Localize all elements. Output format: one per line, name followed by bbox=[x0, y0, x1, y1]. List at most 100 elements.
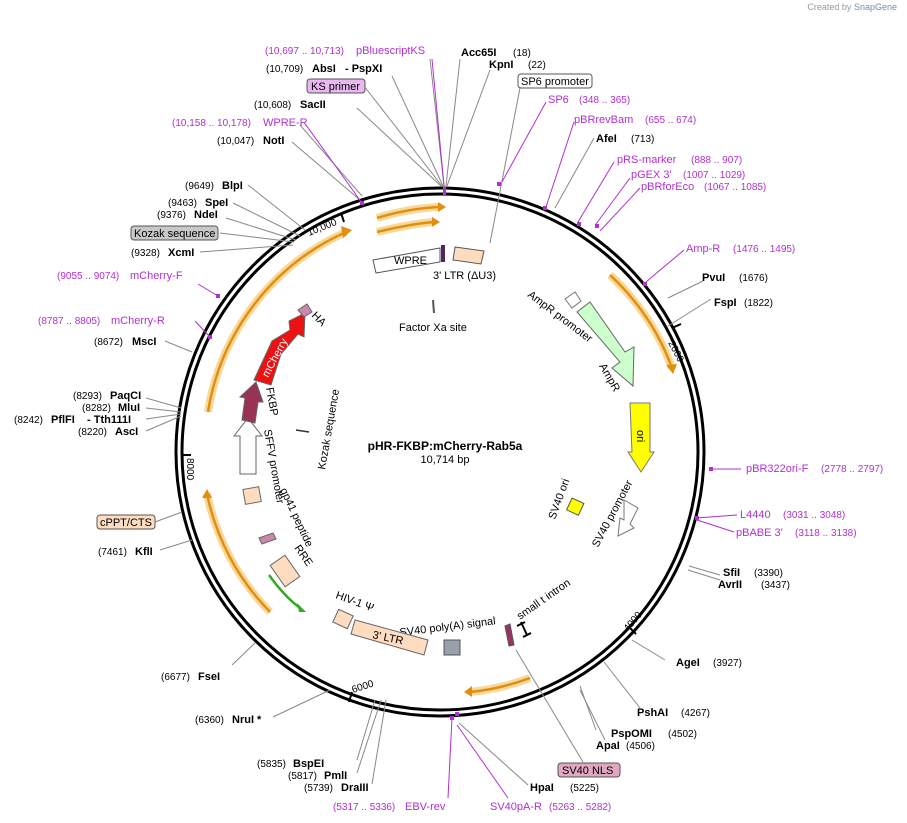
rre-label: RRE bbox=[292, 543, 315, 569]
site-name: AgeI bbox=[676, 657, 700, 669]
boxed-labels: KS primer SP6 promoter Kozak sequence cP… bbox=[96, 73, 621, 778]
site-pos: (6360) bbox=[195, 715, 224, 726]
wpre-feature bbox=[372, 247, 441, 274]
ltr-3-feature bbox=[350, 619, 429, 656]
site-name: SpeI bbox=[205, 197, 228, 209]
wpre-label: WPRE bbox=[394, 255, 427, 267]
site-pos: (4506) bbox=[626, 741, 655, 752]
site-name: DraIII bbox=[341, 782, 369, 794]
site-name: AscI bbox=[115, 426, 138, 438]
site-pos: (9649) bbox=[185, 181, 214, 192]
ampr-feature bbox=[576, 301, 635, 388]
primer-range: (10,697 .. 10,713) bbox=[265, 46, 344, 57]
site-pos: (8242) bbox=[14, 415, 43, 426]
site-pos: (8293) bbox=[73, 391, 102, 402]
site-pos: (1822) bbox=[744, 298, 773, 309]
site-pos: (8220) bbox=[78, 427, 107, 438]
primer-range: (655 .. 674) bbox=[645, 115, 696, 126]
rre-feature bbox=[269, 554, 301, 588]
primer-range: (5317 .. 5336) bbox=[333, 802, 395, 813]
site-name: PvuI bbox=[702, 272, 725, 284]
sv40-nls-mark bbox=[504, 623, 515, 647]
ha-feature bbox=[297, 303, 313, 318]
primer-range: (1067 .. 1085) bbox=[704, 182, 766, 193]
site-pos: (713) bbox=[631, 134, 654, 145]
ltr-du3-mark bbox=[441, 245, 445, 262]
orf-arc-left-head bbox=[341, 226, 352, 238]
hiv-psi-feature bbox=[332, 608, 354, 630]
site-name: FseI bbox=[198, 671, 220, 683]
primer-name: L4440 bbox=[740, 509, 771, 521]
site-pos: (4502) bbox=[668, 729, 697, 740]
site-name: MscI bbox=[132, 336, 156, 348]
site-pos: (18) bbox=[513, 48, 531, 59]
sv40-ori-feature bbox=[565, 497, 585, 516]
tick-4000 bbox=[629, 627, 637, 635]
small-t-intron-feature bbox=[516, 621, 532, 638]
site-pos: (8672) bbox=[94, 337, 123, 348]
site-pos: (9328) bbox=[131, 248, 160, 259]
ori-feature bbox=[627, 402, 655, 473]
orf-arc-bottom-head bbox=[464, 686, 472, 697]
primer-range: (3118 .. 3138) bbox=[795, 528, 857, 539]
orf-arc-top-head bbox=[438, 202, 446, 212]
cppt-box-text: cPPT/CTS bbox=[100, 517, 152, 529]
ampr-promoter-feature bbox=[564, 291, 582, 309]
site-name: AbsI bbox=[312, 63, 336, 75]
ks-primer-text: KS primer bbox=[311, 81, 360, 93]
ltr-du3-feature bbox=[452, 246, 485, 265]
site-name: PflFI bbox=[51, 414, 75, 426]
site-pos: (3390) bbox=[754, 568, 783, 579]
gp41-feature bbox=[258, 532, 277, 545]
site-pos: (6677) bbox=[161, 672, 190, 683]
site-pos: (9463) bbox=[168, 198, 197, 209]
site-name: HpaI bbox=[530, 782, 554, 794]
site-pos: (7461) bbox=[98, 547, 127, 558]
kozak-box-text: Kozak sequence bbox=[134, 228, 215, 240]
credit-prefix: Created by bbox=[807, 2, 852, 12]
sv40-nls-box bbox=[557, 762, 621, 778]
sv40-ori-label: SV40 ori bbox=[547, 477, 573, 521]
site-pos: (5835) bbox=[257, 759, 286, 770]
sffv-label: SFFV promoter bbox=[261, 428, 286, 504]
primer-name: pBR322ori-F bbox=[746, 463, 809, 475]
backbone-inner bbox=[180, 192, 700, 712]
primer-name: mCherry-R bbox=[111, 315, 165, 327]
sp6-promoter-text: SP6 promoter bbox=[521, 76, 589, 88]
fkbp-label: FKBP bbox=[263, 386, 280, 416]
orf-arrows bbox=[202, 202, 677, 697]
fkbp-feature bbox=[238, 381, 264, 424]
site-name: AvrII bbox=[718, 579, 742, 591]
primer-range: (2778 .. 2797) bbox=[821, 464, 883, 475]
tick-6000 bbox=[348, 691, 353, 703]
primer-range: (3031 .. 3048) bbox=[783, 510, 845, 521]
site-pos: (10,047) bbox=[217, 136, 254, 147]
sv40-polya-feature bbox=[443, 639, 461, 656]
site-name: BspEI bbox=[293, 758, 324, 770]
sv40-polya-label: SV40 poly(A) signal bbox=[399, 615, 496, 639]
site-pos: (3927) bbox=[713, 658, 742, 669]
site-name: Acc65I bbox=[461, 47, 496, 59]
sv40-nls-text: SV40 NLS bbox=[562, 765, 613, 777]
site-extra: - PspXI bbox=[345, 63, 382, 75]
site-name: AfeI bbox=[596, 133, 617, 145]
tick-2000 bbox=[671, 323, 682, 329]
snapgene-logo-text: SnapGene bbox=[853, 2, 897, 12]
site-pos: (5225) bbox=[570, 783, 599, 794]
snapgene-credit: Created by SnapGene bbox=[807, 2, 897, 12]
primer-range: (10,158 .. 10,178) bbox=[172, 118, 251, 129]
site-pos: (22) bbox=[528, 60, 546, 71]
plasmid-length: 10,714 bp bbox=[421, 454, 470, 466]
site-pos: (8282) bbox=[82, 403, 111, 414]
site-pos: (1676) bbox=[739, 273, 768, 284]
primer-name: pGEX 3' bbox=[631, 169, 672, 181]
restriction-sites: Acc65I (18) KpnI (22) AfeI (713) PvuI (1… bbox=[14, 47, 790, 794]
factor-xa-label: Factor Xa site bbox=[399, 322, 467, 334]
primer-range: (1476 .. 1495) bbox=[733, 244, 795, 255]
orf-arc-top2-line bbox=[376, 220, 435, 234]
site-pos: (5739) bbox=[304, 783, 333, 794]
orf-arc-top-line bbox=[376, 205, 441, 220]
site-pos: (4267) bbox=[681, 708, 710, 719]
kozak-box bbox=[130, 225, 219, 241]
